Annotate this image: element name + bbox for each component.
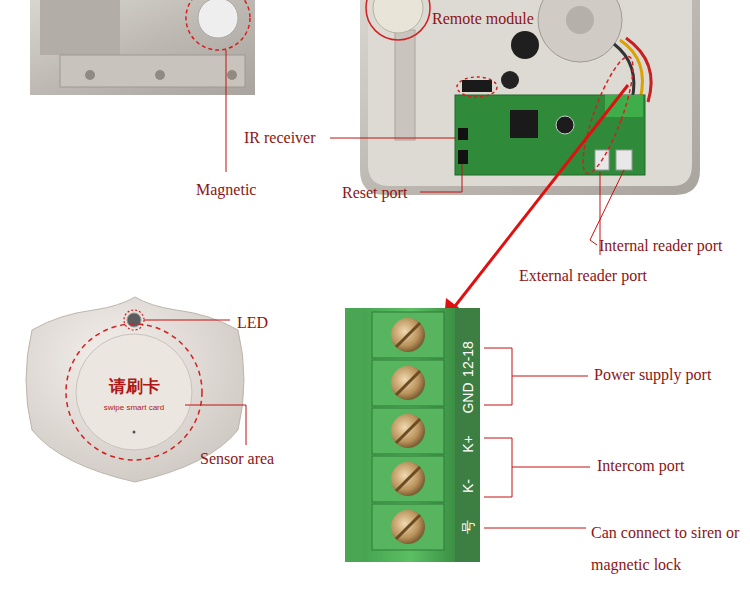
leader-line <box>420 192 462 193</box>
gear <box>373 0 423 33</box>
terminal-cell <box>372 312 444 358</box>
screw-slot <box>396 419 420 443</box>
leader-line <box>330 138 456 139</box>
terminal-cell <box>372 504 444 550</box>
pin-name: K- <box>458 479 478 493</box>
leader-line <box>462 164 463 192</box>
screw-hole <box>85 70 95 80</box>
pin-name: GND <box>458 382 478 413</box>
part-label: Remote module <box>432 9 534 29</box>
remote-module-header <box>462 80 492 92</box>
pin-name: 号 <box>458 520 478 534</box>
part-label: Internal reader port <box>599 236 722 256</box>
screw <box>391 318 425 352</box>
part-label: Reset port <box>342 183 407 203</box>
magnetic-sensor <box>198 0 238 38</box>
part-label: LED <box>237 313 268 333</box>
terminal-cell <box>372 408 444 454</box>
screw <box>391 414 425 448</box>
part-label: IR receiver <box>244 128 316 148</box>
leader-line <box>484 528 586 529</box>
dashed-highlight <box>186 0 250 50</box>
leader-line <box>512 376 588 377</box>
motor <box>538 0 622 62</box>
dashed-highlight <box>574 52 643 178</box>
chip <box>510 110 538 138</box>
bracket-line <box>484 348 512 405</box>
leader-line <box>512 467 590 468</box>
reset-port <box>458 150 468 164</box>
screw-slot <box>396 515 420 539</box>
part-label: Sensor area <box>200 449 274 469</box>
sensor-disc <box>76 334 192 450</box>
cam <box>511 31 539 59</box>
leader-line <box>185 405 246 445</box>
terminal-side <box>345 308 363 562</box>
terminal-cell <box>372 360 444 406</box>
buzzer <box>501 71 519 89</box>
port-label: Intercom port <box>597 456 685 476</box>
screw-slot <box>396 323 420 347</box>
screw-hole <box>227 70 237 80</box>
lock-case-inner <box>368 0 692 186</box>
leader-line <box>226 50 227 172</box>
ir-receiver <box>458 128 468 140</box>
dot <box>133 431 136 434</box>
reader-print: swipe smart card <box>104 402 164 414</box>
dashed-highlight <box>66 324 202 460</box>
screw <box>391 462 425 496</box>
part-label: Magnetic <box>196 180 256 200</box>
terminal-screws <box>372 312 444 550</box>
part-label: External reader port <box>519 266 647 286</box>
leader-line <box>144 320 230 321</box>
bracket <box>395 30 415 140</box>
lock-plate <box>40 0 120 55</box>
dashed-highlight <box>457 77 497 97</box>
dashed-highlight <box>124 310 144 330</box>
motor-hub <box>566 6 594 34</box>
screw <box>391 366 425 400</box>
terminal-cell <box>372 456 444 502</box>
screw-slot <box>396 371 420 395</box>
screw-hole <box>155 70 165 80</box>
port-label: Can connect to siren or magnetic lock <box>591 517 747 581</box>
screw <box>391 510 425 544</box>
capacitor <box>556 116 574 134</box>
terminal-pcb <box>345 308 480 562</box>
screw-slot <box>396 467 420 491</box>
pin-name: K+ <box>458 435 478 453</box>
internal-reader-connector <box>616 150 632 170</box>
dashed-highlight <box>366 0 430 40</box>
port-label: Power supply port <box>594 365 711 385</box>
terminal-block <box>345 308 455 562</box>
leader-line <box>590 240 597 245</box>
lock-flange <box>60 55 245 87</box>
leader-line <box>590 170 624 240</box>
pcb <box>455 95 645 175</box>
bracket-line <box>484 438 512 497</box>
reader-print: 请刷卡 <box>109 376 160 397</box>
pin-name: 12-18 <box>458 341 478 377</box>
